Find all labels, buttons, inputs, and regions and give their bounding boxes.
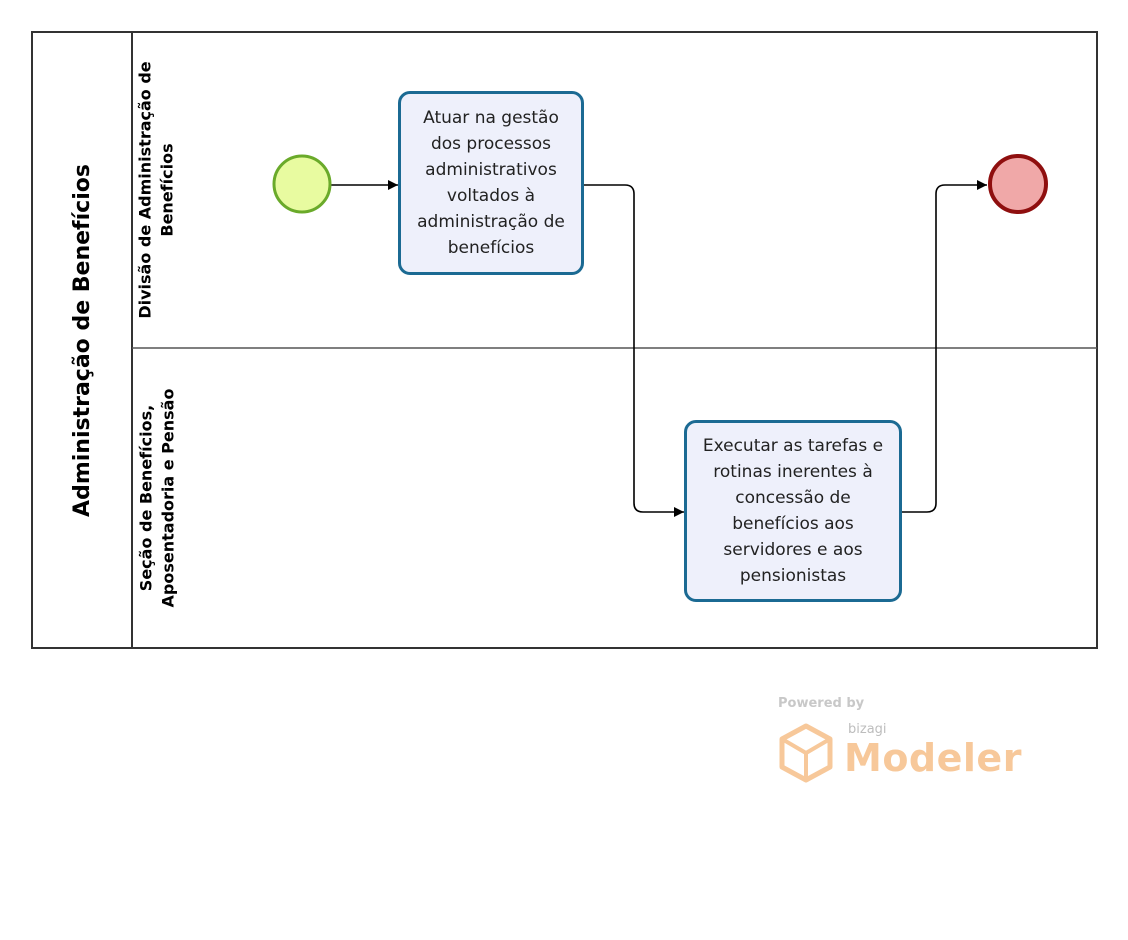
modeler-product-text: Modeler [844,736,1022,780]
task-atuar-gestao-label: Atuar na gestão dos processos administra… [417,108,565,258]
task-executar-tarefas[interactable]: Executar as tarefas e rotinas inerentes … [684,420,902,602]
start-event[interactable] [272,154,332,214]
lane-title-divisao-text: Divisão de Administração de Benefícios [136,61,177,319]
lane-title-divisao: Divisão de Administração de Benefícios [132,32,182,348]
task-executar-tarefas-label: Executar as tarefas e rotinas inerentes … [702,436,884,586]
bizagi-watermark: Powered by bizagi Modeler [776,694,1026,794]
flow-task2-to-end[interactable] [901,180,987,513]
bizagi-brand-text: bizagi [848,722,887,737]
lane-title-secao: Seção de Benefícios, Aposentadoria e Pen… [132,348,182,648]
task-atuar-gestao[interactable]: Atuar na gestão dos processos administra… [398,91,584,275]
bizagi-cube-logo-icon [779,723,833,783]
powered-by-text: Powered by [778,696,865,711]
end-event[interactable] [988,154,1048,214]
lane-title-secao-text: Seção de Benefícios, Aposentadoria e Pen… [136,388,177,608]
flow-task1-to-task2[interactable] [583,184,684,517]
pool-title: Administração de Benefícios [32,32,132,648]
pool-title-text: Administração de Benefícios [69,163,95,517]
